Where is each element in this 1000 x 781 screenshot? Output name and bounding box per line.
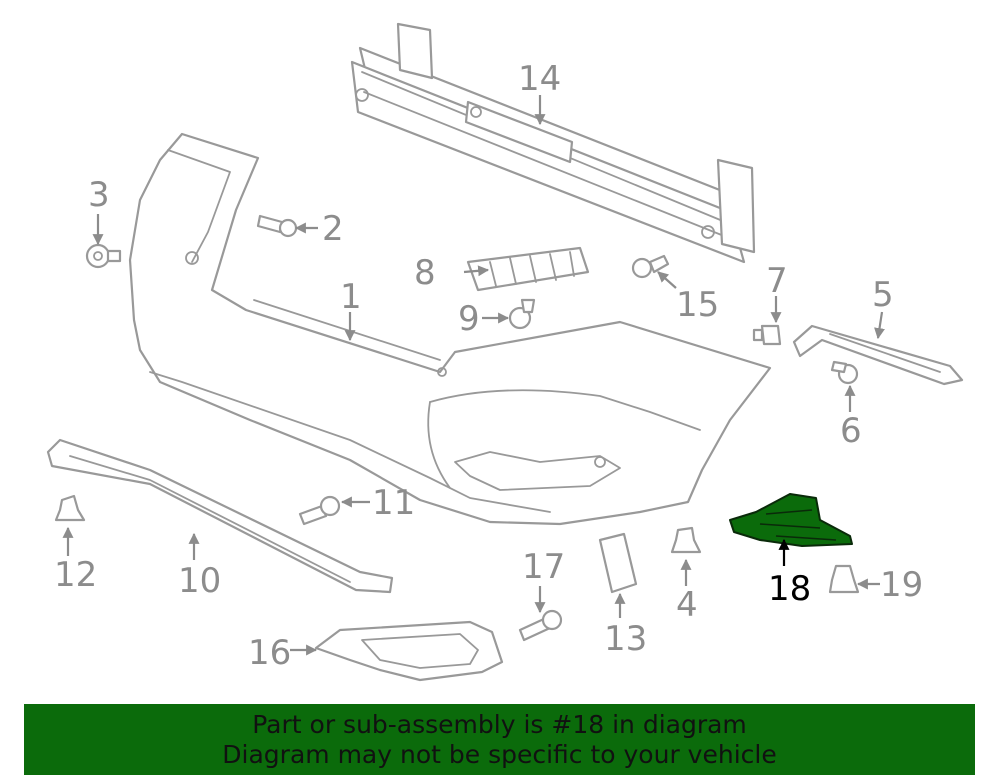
part-13-reflector[interactable] [598, 532, 638, 594]
leader-lines [62, 95, 885, 656]
callout-2: 2 [322, 209, 344, 249]
part-6-clip[interactable] [830, 360, 859, 385]
callout-labels: 14 1 2 3 8 9 15 7 5 6 11 12 10 4 13 17 1… [54, 59, 923, 673]
part-3-nut[interactable] [85, 243, 122, 269]
banner-line-1: Part or sub-assembly is #18 in diagram [252, 709, 747, 739]
part-15-bolt[interactable] [631, 254, 670, 279]
callout-5: 5 [872, 275, 894, 315]
callout-3: 3 [88, 175, 110, 215]
banner-line-2: Diagram may not be specific to your vehi… [222, 739, 777, 769]
callout-18-highlighted: 18 [768, 569, 811, 609]
part-9-clip[interactable] [508, 298, 536, 330]
part-14-reinforcement-beam[interactable] [350, 22, 756, 264]
callout-9: 9 [458, 299, 480, 339]
part-19-clip[interactable] [828, 564, 860, 594]
part-18-highlighted-bracket[interactable] [729, 493, 853, 547]
callout-12: 12 [54, 555, 97, 595]
callout-17: 17 [522, 547, 565, 587]
part-17-bolt[interactable] [518, 609, 563, 642]
part-16-fog-bezel[interactable] [314, 620, 504, 682]
part-12-clip[interactable] [54, 494, 86, 522]
part-4-clip[interactable] [670, 526, 702, 554]
callout-8: 8 [414, 253, 436, 293]
part-7-clip[interactable] [752, 324, 782, 346]
callout-15: 15 [676, 285, 719, 325]
part-1-bumper-cover[interactable] [128, 132, 772, 526]
exploded-parts-diagram: 14 1 2 3 8 9 15 7 5 6 11 12 10 4 13 17 1… [46, 22, 964, 682]
part-2-screw[interactable] [256, 214, 298, 238]
callout-16: 16 [248, 633, 291, 673]
callout-4: 4 [676, 585, 698, 625]
callout-19: 19 [880, 565, 923, 605]
part-5-side-bracket[interactable] [792, 324, 964, 386]
part-8-grille[interactable] [466, 246, 590, 292]
callout-11: 11 [372, 483, 415, 523]
info-banner: Part or sub-assembly is #18 in diagram D… [24, 704, 975, 775]
part-10-lower-spoiler[interactable] [46, 438, 394, 594]
callout-14: 14 [518, 59, 561, 99]
callout-7: 7 [766, 261, 788, 301]
part-11-bolt[interactable] [298, 495, 341, 526]
callout-1: 1 [340, 277, 362, 317]
callout-13: 13 [604, 619, 647, 659]
callout-6: 6 [840, 411, 862, 451]
callout-10: 10 [178, 561, 221, 601]
